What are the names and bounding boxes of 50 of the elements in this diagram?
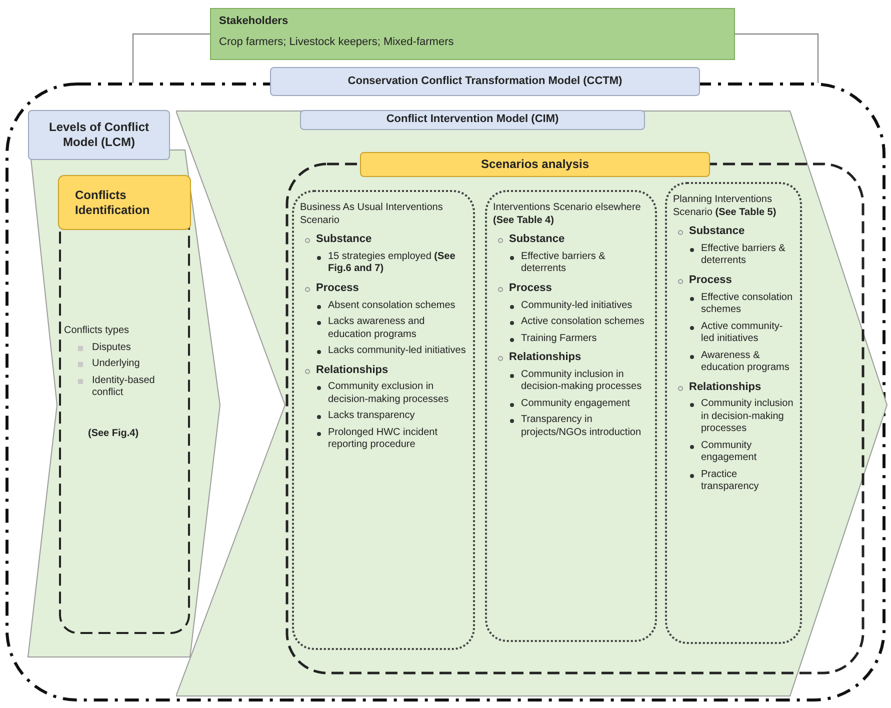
section-heading: Substance [316,233,372,245]
section-heading: Process [689,274,732,286]
list-item: Absent consolation schemes [328,300,456,310]
dashed-region [58,175,191,635]
list-item: Disputes [92,342,131,352]
region-title: Scenarios analysis [360,152,710,177]
list-item: Transparency in projects/NGOs introduction [521,414,642,438]
list-item: Identity-based conflict [92,374,155,398]
list-item: Prolonged HWC incident reporting procedure [328,426,438,450]
list-item: Effective barriers & deterrents [521,250,606,274]
list-item: Community exclusion in decision-making processes [328,381,449,405]
scenario-title: Interventions Scenario elsewhere (See Table 4) [493,202,642,227]
list-item: Lacks transparency [328,410,415,422]
section-heading: Process [509,282,552,294]
list-item: Practice transparency [701,468,759,492]
section-heading: Process [316,282,359,294]
list-item: Training Farmers [521,332,597,344]
region-title: Conservation Conflict Transformation Model (CCTM) [270,67,700,96]
list-text: (See Fig.4) [88,428,140,440]
section-heading: Substance [509,233,565,245]
section-heading: Relationships [316,364,388,376]
section-heading: Relationships [689,380,762,392]
stakeholder-box: Stakeholders Crop farmers; Livestock keepers; Mixed-farmers [210,8,735,60]
list-item: Lacks community-led initiatives [328,345,466,356]
list-text: Conflicts types [64,325,130,338]
list-item: Community inclusion in decision-making processes [521,368,642,392]
section-heading: Substance [689,225,745,237]
region-title: Conflict Intervention Model (CIM) [300,110,645,130]
list-item: Effective barriers & deterrents [701,242,786,266]
connector-line [735,33,819,83]
scenario-box [665,182,802,644]
scenario-title: Planning Interventions Scenario (See Table 5) [673,194,778,219]
list-item: Lacks awareness and education programs [328,316,425,340]
region-title: Conflicts Identification [58,175,191,230]
list-item: Active community-led initiatives [701,320,783,344]
region-title: Levels of Conflict Model (LCM) [28,110,170,160]
list-item: Active consolation schemes [521,316,644,327]
list-item: Effective consolation schemes [701,292,793,315]
list-item: Awareness & education programs [701,350,790,373]
scenario-box [485,190,657,642]
list-item: Community inclusion in decision-making processes [701,398,794,434]
list-item: 15 strategies employed (See Fig.6 and 7) [328,250,456,274]
section-heading: Relationships [509,351,582,363]
connector-line [132,33,210,83]
scenario-title: Business As Usual Interventions Scenario [300,202,444,227]
list-item: Underlying [92,358,140,369]
list-item: Community-led initiatives [521,300,632,310]
scenario-box [292,190,475,650]
list-item: Community engagement [701,440,757,464]
list-item: Community engagement [521,398,630,409]
